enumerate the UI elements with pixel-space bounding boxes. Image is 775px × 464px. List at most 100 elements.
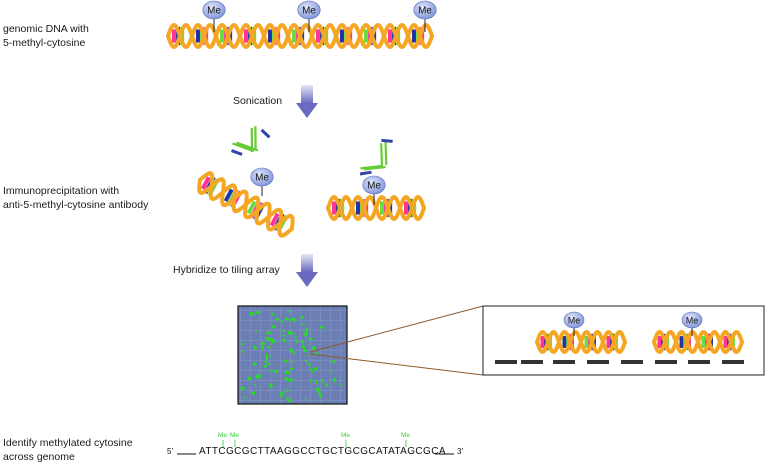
methyl-group-icon <box>681 311 703 329</box>
dna-base-pair <box>584 335 589 349</box>
array-spot <box>290 331 295 336</box>
array-spot <box>278 318 281 321</box>
array-probes <box>495 360 744 364</box>
array-spot <box>274 369 279 374</box>
genomic-dna-label: genomic DNA with 5-methyl-cytosine <box>3 22 89 50</box>
array-spot <box>313 367 318 371</box>
array-spot <box>279 391 285 396</box>
sequence-me-ticks <box>222 440 407 447</box>
methyl-group-icon <box>413 0 437 20</box>
array-spot <box>301 322 306 326</box>
dna-base-pair <box>388 199 393 217</box>
methyl-label: Me <box>302 6 316 17</box>
dna-base-pair <box>396 27 401 45</box>
immunoprecipitation-label-line2: anti-5-methyl-cytosine antibody <box>3 199 149 211</box>
dna-backbone-strand <box>326 194 426 222</box>
array-spot <box>274 317 280 322</box>
dna-base-pair <box>679 335 684 349</box>
dna-fragment-left <box>197 171 295 238</box>
dna-base-pair <box>420 27 425 45</box>
array-spot <box>294 335 297 339</box>
array-spot <box>319 325 325 330</box>
dna-base-pair <box>196 29 200 43</box>
zoom-line-top <box>309 305 484 353</box>
hybridize-arrow <box>296 254 318 287</box>
methyl-group-icon <box>362 175 386 195</box>
array-spot <box>288 330 292 335</box>
array-spot <box>266 346 271 349</box>
sonication-label: Sonication <box>233 95 283 107</box>
array-spot <box>285 397 290 401</box>
array-spot <box>241 350 245 354</box>
array-probe <box>722 360 744 364</box>
array-spot <box>289 378 293 383</box>
array-spot <box>254 330 258 333</box>
array-spot <box>269 369 275 373</box>
methyl-label: Me <box>367 181 381 192</box>
array-spot <box>271 324 276 330</box>
identify-methylated-label-line2: across genome <box>3 451 75 463</box>
array-spot <box>267 331 273 335</box>
array-spot <box>268 353 272 358</box>
array-spot <box>289 360 293 364</box>
genomic-dna-helix <box>166 22 434 50</box>
array-probe <box>495 360 517 364</box>
array-spot <box>291 317 297 323</box>
array-spot <box>302 344 305 348</box>
dna-base-pair <box>246 200 257 215</box>
methyl-label: Me <box>418 6 432 17</box>
identify-methylated-label-line1: Identify methylated cytosine <box>3 437 133 449</box>
array-spot <box>324 382 329 387</box>
array-spot <box>247 376 252 381</box>
array-spot <box>301 315 304 319</box>
dna-base-pair <box>200 176 211 190</box>
array-spot <box>287 310 290 313</box>
dna-base-pair <box>340 29 344 43</box>
array-spot <box>311 345 317 352</box>
dna-base-pair <box>300 27 305 45</box>
dna-base-pair <box>220 29 224 43</box>
array-spot <box>286 378 290 381</box>
array-hybridization-spots <box>240 310 343 403</box>
dna-base-pair <box>269 212 280 227</box>
methyl-group-icon <box>202 0 226 20</box>
array-spot <box>305 359 308 363</box>
dna-base-pair <box>332 201 336 215</box>
dna-base-pair <box>372 27 377 45</box>
array-spot <box>270 312 275 317</box>
array-probe <box>621 360 643 364</box>
sequence-me-mark-2: Me <box>230 432 240 439</box>
array-spot <box>254 375 260 380</box>
array-spot <box>287 318 291 322</box>
dna-base-pair <box>244 29 248 43</box>
array-spot <box>252 345 258 350</box>
array-spot <box>240 385 246 392</box>
array-spot <box>307 354 310 357</box>
dna-base-pair <box>324 27 329 45</box>
methyl-label: Me <box>568 316 580 326</box>
array-spot <box>260 341 266 346</box>
dna-base-pair <box>404 201 408 215</box>
three-prime-label: 3' <box>457 447 464 456</box>
antibody-right-icon <box>359 138 393 176</box>
array-spot <box>281 338 287 343</box>
dna-backbone-strand <box>198 171 294 238</box>
dna-base-pair <box>356 201 360 215</box>
genomic-dna-label-line2: 5-methyl-cytosine <box>3 37 86 49</box>
array-spot <box>295 339 299 344</box>
array-spot <box>265 353 268 357</box>
identify-methylated-label: Identify methylated cytosine across geno… <box>3 436 133 464</box>
genomic-dna-label-line1: genomic DNA with <box>3 23 89 35</box>
methyl-group-icon <box>250 167 274 187</box>
dna-base-pair <box>252 27 257 45</box>
array-probe <box>688 360 710 364</box>
array-spot <box>307 363 311 366</box>
dna-base-pair <box>701 335 706 349</box>
array-spot <box>308 378 313 383</box>
array-spot <box>241 342 243 346</box>
hybridize-label: Hybridize to tiling array <box>173 264 280 276</box>
array-spot <box>254 383 257 387</box>
array-probe <box>655 360 677 364</box>
